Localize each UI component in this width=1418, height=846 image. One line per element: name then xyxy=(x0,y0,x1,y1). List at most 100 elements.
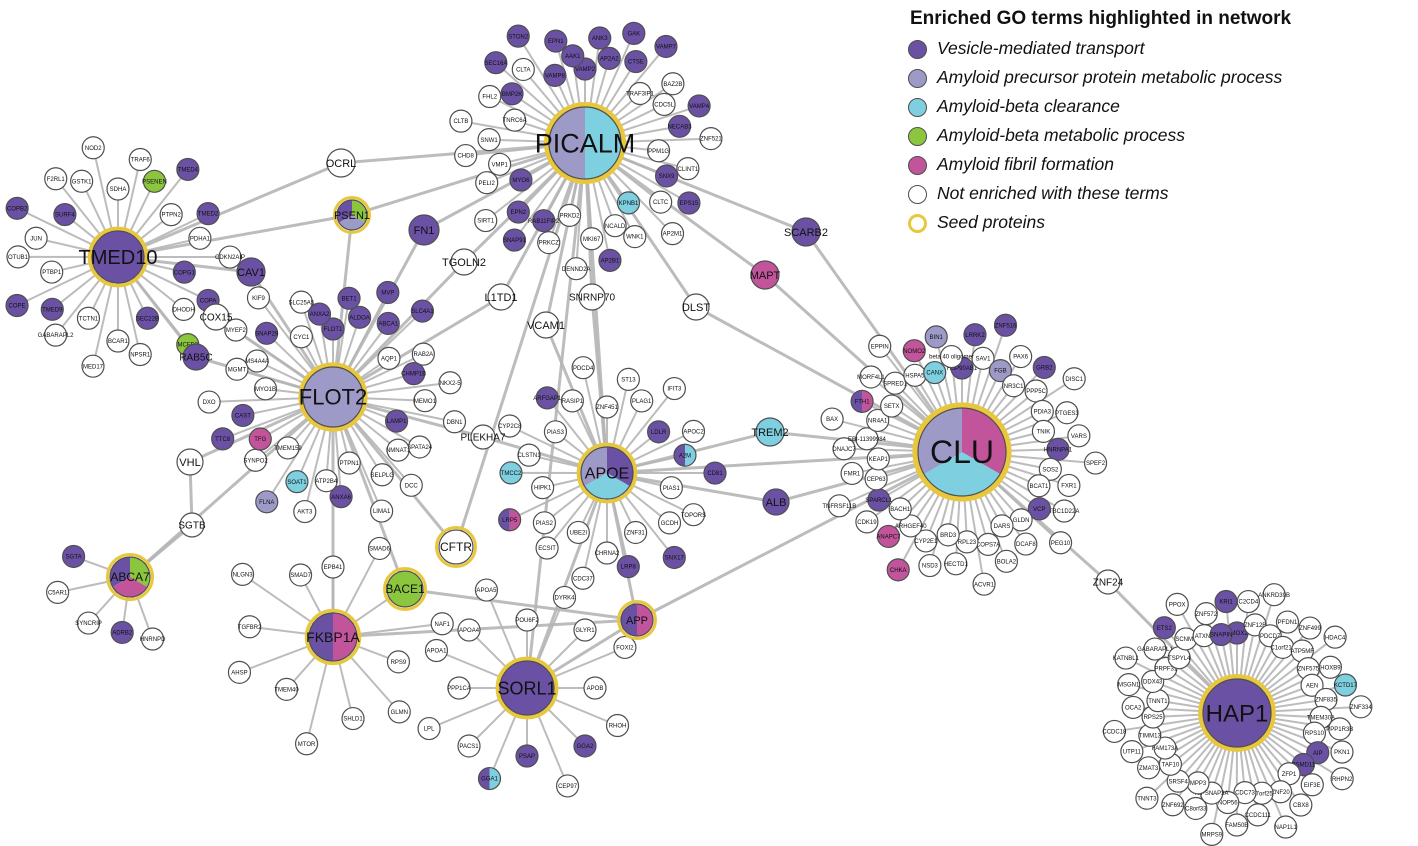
node-CEP97: CEP97 xyxy=(555,774,580,798)
node-SPATA24: SPATA24 xyxy=(407,435,433,459)
seed-ring xyxy=(333,196,371,234)
node-COPE: COPE xyxy=(5,293,29,318)
node-FMR1: FMR1 xyxy=(840,461,864,486)
node-NPSR1: NPSR1 xyxy=(128,342,152,367)
node-FXR1: FXR1 xyxy=(1057,473,1081,498)
node-SEC22B: SEC22B xyxy=(135,306,160,330)
node-CD81: CD81 xyxy=(703,461,727,485)
node-CBX8: CBX8 xyxy=(1289,793,1313,817)
node-PLAG1: PLAG1 xyxy=(630,389,654,413)
node-SCARB2: SCARB2 xyxy=(784,217,828,247)
node-CYC1: CYC1 xyxy=(289,325,313,349)
node-KATNBL1: KATNBL1 xyxy=(1113,646,1140,670)
node-AHSP: AHSP xyxy=(227,660,252,684)
node-HNRNPD: HNRNPD xyxy=(140,627,166,651)
node-AP2M1: AP2M1 xyxy=(660,222,685,246)
node-RHOH: RHOH xyxy=(605,713,630,738)
node-DXO: DXO xyxy=(197,390,221,414)
node-MPP3: MPP3 xyxy=(1186,771,1210,795)
node-ANAPC7: ANAPC7 xyxy=(876,524,901,549)
node-LRP5: LRP5 xyxy=(498,508,522,532)
node-BACE1: BACE1 xyxy=(383,567,427,611)
legend-swatch-icon xyxy=(908,184,927,204)
node-NAP1L1: NAP1L1 xyxy=(1274,815,1298,839)
node-APOA1: APOA1 xyxy=(424,638,449,663)
node-ZNF516: ZNF516 xyxy=(993,313,1018,337)
node-ALB: ALB xyxy=(762,488,790,516)
node-TNIK: TNIK xyxy=(1031,419,1056,443)
legend-item-4: Amyloid fibril formation xyxy=(908,152,1413,178)
node-SETX: SETX xyxy=(880,394,904,418)
node-FHL2: FHL2 xyxy=(478,84,502,109)
node-DHODH: DHODH xyxy=(172,297,196,322)
node-RPS10: RPS10 xyxy=(1302,721,1327,745)
node-COPS7A: COPS7A xyxy=(976,532,1000,556)
legend-item-label: Amyloid-beta clearance xyxy=(937,96,1120,117)
legend-item-label: Amyloid fibril formation xyxy=(937,154,1114,175)
node-C5AR1: C5AR1 xyxy=(46,580,70,604)
node-SEC16A: SEC16A xyxy=(484,51,508,75)
edge xyxy=(117,161,342,259)
node-GGA1: GGA1 xyxy=(477,766,502,791)
seed-ring xyxy=(495,656,559,720)
node-LPL: LPL xyxy=(417,716,441,741)
node-TNRC6A: TNRC6A xyxy=(503,108,527,132)
node-DARS: DARS xyxy=(990,514,1014,538)
seed-ring xyxy=(106,553,154,601)
node-CLTC: CLTC xyxy=(649,190,673,214)
node-MS4A4A: MS4A4A xyxy=(245,349,269,373)
legend-swatch-icon xyxy=(908,213,927,233)
node-DCC: DCC xyxy=(399,473,423,497)
legend-item-6: Seed proteins xyxy=(908,210,1413,236)
node-SDHA: SDHA xyxy=(106,177,130,201)
node-F2RL1: F2RL1 xyxy=(44,167,68,191)
node-TGOLN2: TGOLN2 xyxy=(442,248,486,276)
node-BCAR1: BCAR1 xyxy=(106,329,130,353)
node-VCAM1: VCAM1 xyxy=(527,311,565,339)
node-TNFRSF11B: TNFRSF11B xyxy=(822,494,856,518)
node-BACH1: BACH1 xyxy=(888,497,912,521)
node-ZNF499: ZNF499 xyxy=(1298,616,1322,640)
seed-ring xyxy=(617,600,657,640)
node-PDHA1: PDHA1 xyxy=(188,226,212,250)
node-KCTD17: KCTD17 xyxy=(1333,673,1358,697)
node-CDC37: CDC37 xyxy=(571,566,595,590)
node-OCA2: OCA2 xyxy=(1121,695,1145,720)
node-APP: APP xyxy=(617,600,657,640)
node-ANKRD39B: ANKRD39B xyxy=(1258,583,1290,607)
seed-ring xyxy=(87,226,149,288)
node-KEAP1: KEAP1 xyxy=(866,447,890,471)
seed-ring xyxy=(543,101,627,185)
node-NECAB3: NECAB3 xyxy=(668,114,692,138)
node-CDC5L: CDC5L xyxy=(652,92,676,117)
node-TRAF6: TRAF6 xyxy=(128,147,152,172)
node-MYO1B: MYO1B xyxy=(253,377,278,401)
node-GRB2: GRB2 xyxy=(1032,355,1056,380)
node-DBN1: DBN1 xyxy=(442,410,467,434)
legend-item-5: Not enriched with these terms xyxy=(908,181,1413,207)
node-HECTD1: HECTD1 xyxy=(944,552,968,576)
node-PSEN1: PSEN1 xyxy=(333,196,371,234)
node-HOXB9: HOXB9 xyxy=(1318,655,1343,679)
node-PPM1G: PPM1G xyxy=(646,139,671,163)
seed-ring xyxy=(435,526,477,568)
node-PELI2: PELI2 xyxy=(475,171,499,195)
node-SURF4: SURF4 xyxy=(53,202,77,227)
node-EPN2: EPN2 xyxy=(506,200,530,224)
node-CAV1: CAV1 xyxy=(236,257,266,287)
node-SLC4A1: SLC4A1 xyxy=(410,299,434,323)
node-GSTK1: GSTK1 xyxy=(70,169,94,193)
node-ZNF334: ZNF334 xyxy=(1349,695,1373,719)
node-ALDOA: ALDOA xyxy=(347,305,372,329)
node-UBE2I: UBE2I xyxy=(566,520,590,545)
node-SNAP29: SNAP29 xyxy=(255,321,279,345)
edge xyxy=(525,142,587,689)
node-ZNF692: ZNF692 xyxy=(1161,793,1185,817)
node-C2CD4: C2CD4 xyxy=(1236,589,1260,614)
node-TMED2: TMED2 xyxy=(196,202,220,226)
node-MED17: MED17 xyxy=(81,354,105,378)
node-AQP1: AQP1 xyxy=(377,346,401,370)
node-CLSTN1: CLSTN1 xyxy=(517,443,541,467)
node-UTP11: UTP11 xyxy=(1120,740,1144,764)
